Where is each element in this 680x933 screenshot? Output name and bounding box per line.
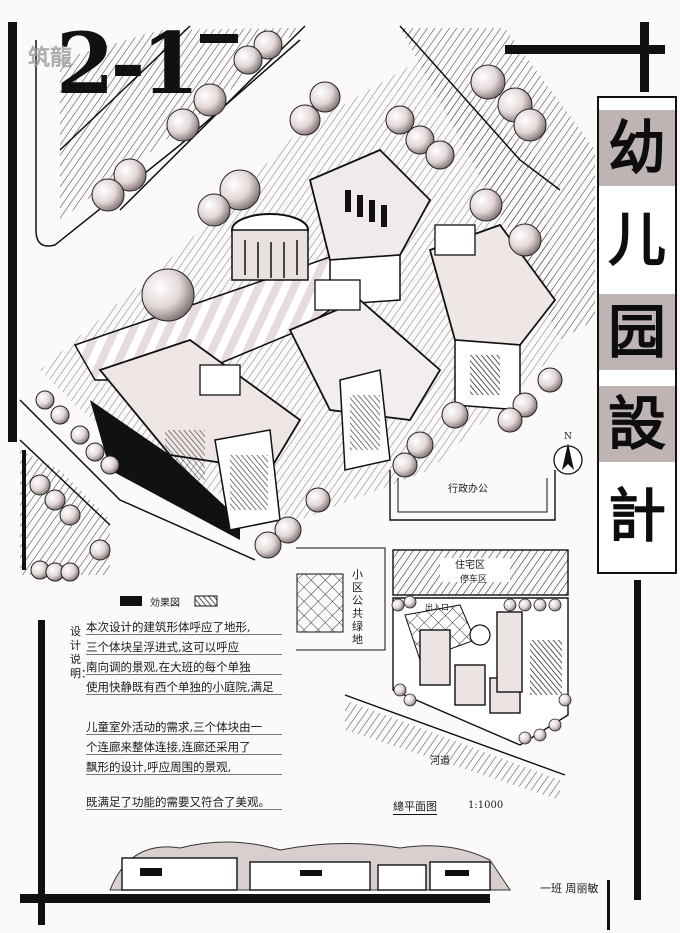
description-heading: 设计说明： xyxy=(70,625,92,680)
perspective-scale-bar xyxy=(120,595,218,607)
community-park-label: 小区公共绿地 xyxy=(352,568,363,646)
description-line-2: 三个体块呈浮进式,这可以呼应 xyxy=(86,640,282,655)
description-line-7: 飘形的设计,呼应周围的景观, xyxy=(86,760,282,775)
frame-bar-right-lower xyxy=(634,580,641,900)
description-line-3: 南向调的景观,在大班的每个单独 xyxy=(86,660,282,675)
site-plan xyxy=(344,549,572,800)
north-arrow-icon xyxy=(553,443,583,475)
perspective-label: 効果図 xyxy=(150,598,180,609)
residential-label: 住宅区 xyxy=(455,560,485,571)
north-label: N xyxy=(564,432,572,442)
title-char-5: 計 xyxy=(607,482,666,550)
frame-bar-right-short xyxy=(607,880,610,930)
frame-bar-bottom xyxy=(20,894,490,903)
title-char-3: 园 xyxy=(599,294,675,370)
frame-bar-left-bottom xyxy=(38,620,45,925)
title-char-1: 幼 xyxy=(599,110,675,186)
frame-bar-top xyxy=(200,34,238,43)
admin-office-label: 行政办公 xyxy=(448,484,488,495)
kindergarten-perspective xyxy=(73,148,557,540)
river-label: 河道 xyxy=(430,756,450,767)
description-line-5: 儿童室外活动的需求,三个体块由一 xyxy=(86,720,282,735)
frame-bar-right-top xyxy=(640,22,649,92)
site-plan-label: 總平面图 xyxy=(393,800,437,815)
description-line-6: 个连廊来整体连接,连廊还采用了 xyxy=(86,740,282,755)
front-elevation xyxy=(109,841,511,891)
description-line-8: 既满足了功能的需要又符合了美观。 xyxy=(86,795,282,810)
watermark-logo: 筑龍 xyxy=(28,46,73,71)
parking-label: 停车区 xyxy=(460,575,488,585)
trees xyxy=(29,30,563,582)
admin-office-outline xyxy=(389,470,556,521)
frame-bar-top-right xyxy=(505,45,665,54)
roads xyxy=(19,25,561,561)
description-line-1: 本次设计的建筑形体呼应了地形, xyxy=(86,620,282,635)
title-char-4: 設 xyxy=(599,386,675,462)
drawing-number: 2-1 xyxy=(56,14,200,113)
title-char-2: 儿 xyxy=(607,206,666,274)
entrance-label: 出入口 xyxy=(425,603,449,612)
park-swatch xyxy=(296,573,344,633)
title-box: 幼 儿 园 設 計 xyxy=(597,96,677,574)
frame-bar-left xyxy=(8,22,17,442)
scale-label: 1:1000 xyxy=(468,800,504,811)
frame-bar-left-lower xyxy=(22,450,26,570)
description-line-4: 使用快静既有西个单独的小庭院,满足 xyxy=(86,680,282,695)
signature: 一班 周丽敏 xyxy=(540,882,599,895)
